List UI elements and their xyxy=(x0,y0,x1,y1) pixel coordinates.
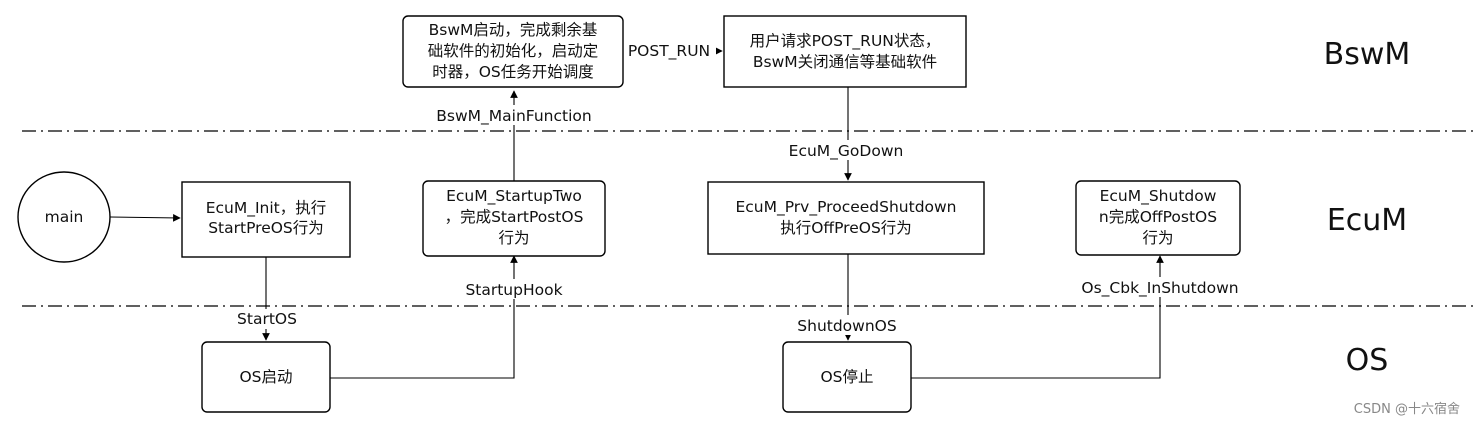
node-ecum-shutdown-line-1: EcuM_Shutdow xyxy=(1100,187,1217,206)
node-ecum-shutdown-line-2: n完成OffPostOS xyxy=(1099,208,1217,226)
edge-label-bswm-mainfunction-bg xyxy=(424,105,604,125)
edge-label-startup-hook: StartupHook xyxy=(465,281,562,299)
edge-os-cbk-inshutdown xyxy=(911,255,1164,379)
lane-title-bswm: BswM xyxy=(1324,37,1411,72)
node-proceed-shutdown-line-2: 执行OffPreOS行为 xyxy=(780,219,912,237)
node-ecum-shutdown-shape xyxy=(1075,180,1241,256)
node-startup-two-line-1: EcuM_StartupTwo xyxy=(446,187,582,206)
node-os-stop-line-1: OS停止 xyxy=(820,368,873,386)
edge-label-startup-hook-bg xyxy=(458,279,570,299)
watermark: CSDN @十六宿舍 xyxy=(1354,401,1460,417)
node-os-stop: OS停止 xyxy=(782,341,912,413)
edge-label-post-run: POST_RUN xyxy=(628,42,710,61)
node-os-start-shape xyxy=(201,341,331,413)
node-post-run-line-1: 用户请求POST_RUN状态， xyxy=(750,32,941,51)
edge-label-ecum-godown: EcuM_GoDown xyxy=(789,142,904,161)
node-os-start: OS启动 xyxy=(201,341,331,413)
node-bswm-start-line-3: 时器，OS任务开始调度 xyxy=(432,63,594,81)
edge-startup-hook xyxy=(330,255,518,379)
edge-main-to-init xyxy=(109,214,181,222)
node-bswm-start-line-1: BswM启动，完成剩余基 xyxy=(429,20,598,39)
edge-label-shutdown-os-bg xyxy=(790,315,904,335)
edge-label-shutdown-os-group: ShutdownOS xyxy=(790,315,904,335)
edge-label-post-run-group: POST_RUN xyxy=(622,40,716,61)
edge-label-ecum-godown-bg xyxy=(778,140,914,160)
edge-label-os-cbk-inshutdown-bg xyxy=(1071,277,1249,297)
node-ecum-shutdown-line-3: 行为 xyxy=(1142,229,1173,247)
edge-label-bswm-mainfunction-group: BswM_MainFunction xyxy=(424,105,604,126)
lane-title-ecum: EcuM xyxy=(1327,203,1407,238)
node-os-stop-shape xyxy=(782,341,912,413)
node-proceed-shutdown-line-1: EcuM_Prv_ProceedShutdown xyxy=(735,198,956,217)
edge-label-post-run-bg xyxy=(622,40,716,60)
node-bswm-start-line-2: 础软件的初始化，启动定 xyxy=(428,42,599,60)
edge-label-shutdown-os: ShutdownOS xyxy=(797,317,896,335)
node-os-start-line-1: OS启动 xyxy=(239,368,292,386)
edge-label-bswm-mainfunction: BswM_MainFunction xyxy=(436,107,591,126)
node-ecum-init-shape xyxy=(181,181,351,258)
edge-label-os-cbk-inshutdown-group: Os_Cbk_InShutdown xyxy=(1071,277,1249,298)
edge-label-start-os: StartOS xyxy=(237,310,297,328)
edge-label-startup-hook-group: StartupHook xyxy=(458,279,570,299)
node-proceed-shutdown-shape xyxy=(707,181,985,255)
node-ecum-init-line-1: EcuM_Init，执行 xyxy=(206,199,327,218)
lane-title-os: OS xyxy=(1346,343,1389,378)
node-proceed-shutdown: EcuM_Prv_ProceedShutdown 执行OffPreOS行为 xyxy=(707,181,985,255)
node-ecum-init: EcuM_Init，执行 StartPreOS行为 xyxy=(181,181,351,258)
edge-label-os-cbk-inshutdown: Os_Cbk_InShutdown xyxy=(1081,279,1238,298)
node-startup-two-line-2: ，完成StartPostOS xyxy=(445,208,584,226)
node-ecum-init-line-2: StartPreOS行为 xyxy=(208,219,324,237)
node-post-run-shape xyxy=(723,15,967,88)
node-bswm-start-shape xyxy=(402,15,624,88)
node-ecum-shutdown: EcuM_Shutdow n完成OffPostOS 行为 xyxy=(1075,180,1241,256)
edge-label-start-os-bg xyxy=(230,309,304,329)
node-startup-two-shape xyxy=(422,180,606,257)
node-bswm-start: BswM启动，完成剩余基 础软件的初始化，启动定 时器，OS任务开始调度 xyxy=(402,15,624,88)
node-startup-two: EcuM_StartupTwo ，完成StartPostOS 行为 xyxy=(422,180,606,257)
node-main: main xyxy=(17,171,111,263)
edge-label-start-os-group: StartOS xyxy=(230,309,304,329)
node-post-run: 用户请求POST_RUN状态， BswM关闭通信等基础软件 xyxy=(723,15,967,88)
node-main-shape xyxy=(17,171,111,263)
node-main-line-1: main xyxy=(45,208,84,226)
node-startup-two-line-3: 行为 xyxy=(498,229,529,247)
node-post-run-line-2: BswM关闭通信等基础软件 xyxy=(753,53,937,71)
edge-label-ecum-godown-group: EcuM_GoDown xyxy=(778,140,914,161)
